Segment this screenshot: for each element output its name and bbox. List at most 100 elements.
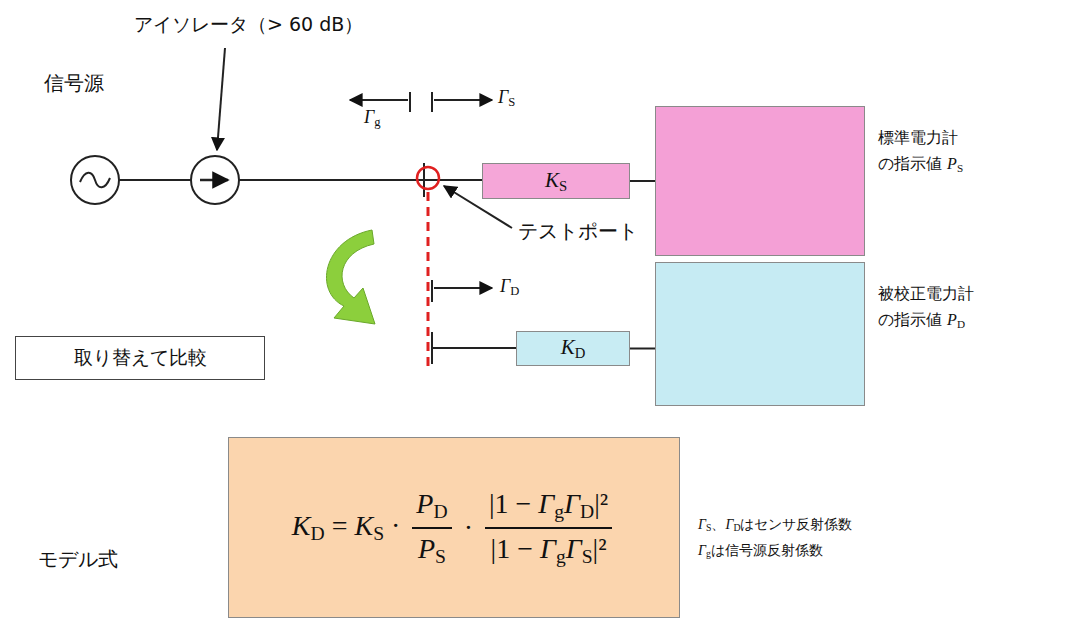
symbol: ΓS [566, 533, 593, 564]
subscript: D [957, 317, 965, 329]
sensor-box: KS [482, 163, 630, 199]
text-run: |1 − [489, 488, 538, 519]
symbol-base: K [561, 335, 575, 359]
test-port-label: テストポート [518, 218, 638, 245]
formula-box: KD = KS ·PDPS·|1 − ΓgΓD|²|1 − ΓgΓS|² [228, 437, 680, 618]
signal-source [71, 156, 119, 204]
reference-tick [431, 92, 433, 112]
reference-tick [431, 280, 433, 302]
power-meter: 標準電力計 の指示値 PS [655, 106, 865, 256]
subscript: D [580, 501, 594, 522]
subscript: S [508, 95, 515, 109]
meter-label: 被校正電力計 の指示値 PD [878, 281, 996, 333]
symbol: KD [561, 335, 586, 359]
signal-line [119, 179, 191, 181]
symbol: ΓS [698, 517, 711, 532]
subscript: S [706, 522, 711, 533]
box-text: KD [561, 335, 586, 362]
text-run: はセンサ反射係数 [740, 516, 852, 532]
symbol-base: Γ [698, 543, 706, 558]
subscript: g [374, 115, 380, 129]
text-run: 、 [711, 516, 725, 532]
reference-plane [427, 192, 430, 372]
text-run: 信号源 [44, 71, 104, 95]
cable [630, 348, 655, 350]
cable [630, 180, 655, 182]
text-run: · [464, 512, 473, 543]
symbol-base: P [947, 155, 957, 172]
symbol-base: Γ [364, 107, 374, 127]
subscript: D [510, 284, 519, 298]
subscript: g [554, 501, 564, 522]
subscript: S [435, 545, 446, 566]
formula-text: |1 − ΓgΓD|² [485, 488, 612, 529]
formula-part: KD = KS · [292, 510, 401, 545]
symbol-base: Γ [498, 87, 508, 107]
symbol-base: Γ [540, 533, 556, 564]
formula-text: PD [412, 488, 451, 529]
gamma-label: ΓD [500, 275, 519, 299]
text-run: アイソレータ（> 60 dB） [134, 13, 363, 35]
text-run: 標準電力計 の指示値 [878, 128, 958, 173]
text-run: テストポート [518, 219, 638, 243]
swap-arrow [326, 230, 375, 324]
symbol-base: K [292, 510, 311, 541]
symbol-base: Γ [725, 517, 733, 532]
text-run: |² [594, 488, 608, 519]
gamma-arrow [434, 99, 492, 101]
symbol-base: P [416, 488, 433, 519]
symbol: PD [416, 488, 447, 519]
text-run: |1 − [491, 533, 540, 564]
symbol: PS [947, 155, 963, 172]
signal-line [239, 179, 482, 181]
gamma-arrow [434, 287, 492, 289]
symbol: KS [354, 510, 384, 541]
leader-line [217, 48, 225, 150]
symbol: ΓD [564, 488, 594, 519]
symbol: ΓD [725, 517, 740, 532]
model-label: モデル式 [38, 546, 118, 573]
gamma-arrow [350, 99, 408, 101]
symbol: KD [292, 510, 325, 541]
subscript: S [582, 545, 593, 566]
test-port-marker [417, 167, 439, 189]
box-text: KS [545, 168, 567, 195]
formula-part: · [464, 512, 473, 544]
subscript: g [556, 545, 566, 566]
symbol-base: Γ [538, 488, 554, 519]
meter-label: 標準電力計 の指示値 PS [878, 125, 996, 177]
symbol-base: Γ [566, 533, 582, 564]
formula-text: |1 − ΓgΓS|² [487, 529, 611, 568]
reference-tick [409, 92, 411, 112]
text-run: · [384, 510, 400, 541]
subscript: g [706, 548, 711, 559]
symbol: PD [947, 311, 965, 328]
symbol-base: Γ [564, 488, 580, 519]
signal-line [432, 347, 516, 349]
subscript: S [373, 523, 384, 544]
isolator-symbol [191, 156, 239, 204]
symbol-base: P [418, 533, 435, 564]
formula-text: KD = KS · [292, 510, 401, 541]
gamma-label: Γg [364, 106, 381, 130]
formula-text: · [464, 512, 473, 543]
isolator-arrow [200, 179, 228, 182]
symbol: Γg [538, 488, 564, 519]
symbol: Γg [540, 533, 566, 564]
symbol: Γg [364, 107, 381, 127]
subscript: D [433, 501, 447, 522]
symbol-base: K [545, 168, 559, 192]
text-run: |² [593, 533, 607, 564]
sine-symbol [80, 173, 110, 188]
symbol: ΓS [498, 87, 515, 107]
isolator-label: アイソレータ（> 60 dB） [134, 12, 363, 38]
symbol: ΓD [500, 276, 519, 296]
source-label: 信号源 [44, 70, 104, 97]
symbol-base: P [947, 311, 957, 328]
subscript: S [957, 161, 963, 173]
fraction: PDPS [412, 488, 451, 568]
formula-text: PS [414, 529, 450, 568]
sensor-box: KD [516, 331, 630, 366]
note: Γgは信号源反射係数 [698, 542, 823, 560]
text-run: = [325, 510, 355, 541]
